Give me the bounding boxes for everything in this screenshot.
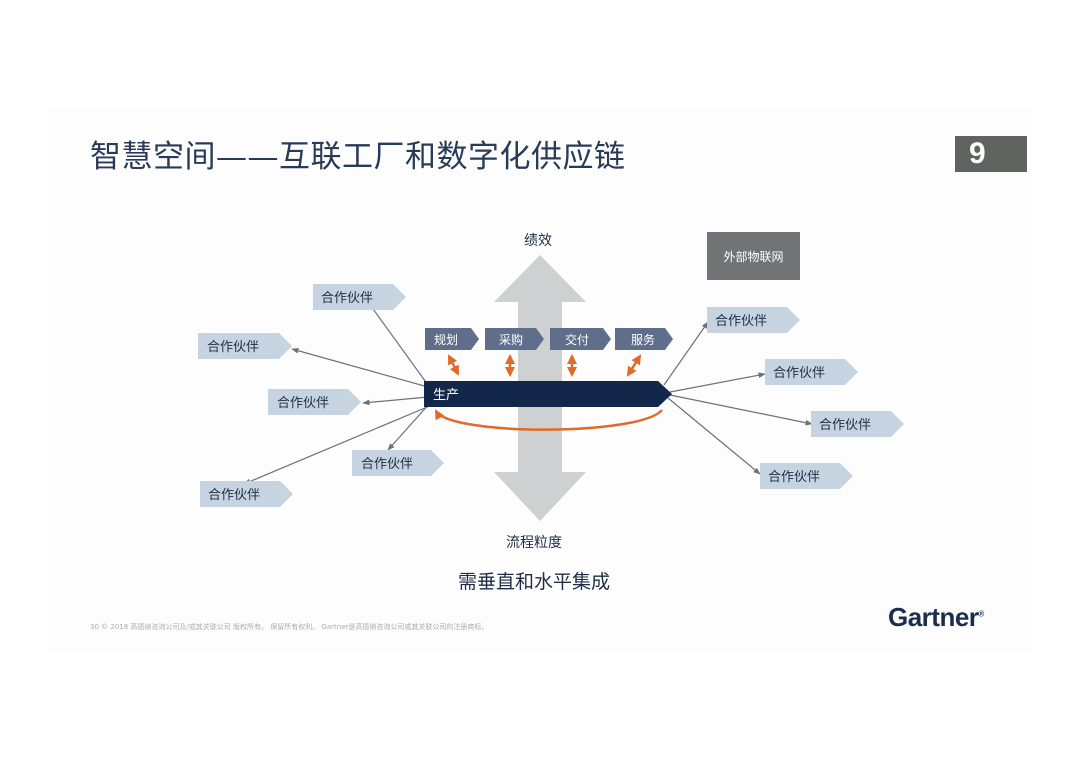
page-number-badge: 9 [955, 136, 1027, 172]
process-granularity-axis-label: 流程粒度 [506, 535, 562, 551]
partner-tag-right-3: 合作伙伴 [811, 411, 904, 437]
connector-right-2 [669, 372, 766, 393]
partner-tag-right-4: 合作伙伴 [760, 463, 853, 489]
partner-tag-left-4: 合作伙伴 [352, 450, 444, 476]
partner-tag-label: 合作伙伴 [208, 488, 260, 503]
partner-tag-label: 合作伙伴 [773, 366, 825, 381]
connector-right-1 [663, 321, 709, 386]
page-title: 智慧空间——互联工厂和数字化供应链 [90, 139, 626, 175]
connector-left-1 [367, 301, 429, 386]
process-step-label: 规划 [434, 332, 458, 347]
process-step-label: 服务 [631, 332, 655, 347]
registered-mark: ® [978, 609, 984, 619]
partner-tag-label: 合作伙伴 [207, 340, 259, 355]
gartner-logo-text: Gartner [888, 602, 979, 632]
partner-tag-left-3: 合作伙伴 [268, 389, 361, 415]
footer-copyright: 30 © 2018 高德纳咨询公司及/或其关联公司 版权所有。 保留所有权利。 … [90, 623, 489, 631]
connector-left-3 [362, 396, 429, 406]
process-step-procurement: 采购 [485, 328, 544, 350]
step-link-arrow [626, 354, 642, 377]
partner-connector-lines [243, 301, 813, 485]
partner-tag-left-2: 合作伙伴 [198, 333, 292, 359]
process-steps: 规划 采购 交付 服务 [425, 328, 673, 350]
external-iot-box: 外部物联网 [707, 232, 800, 280]
partner-tags: 合作伙伴 合作伙伴 合作伙伴 合作伙伴 合作伙伴 合作伙伴 合作伙伴 合作伙伴 [198, 284, 904, 507]
partner-tag-right-2: 合作伙伴 [765, 359, 858, 385]
partner-tag-right-1: 合作伙伴 [707, 307, 800, 333]
connector-left-4 [387, 402, 431, 451]
step-link-arrows [447, 354, 642, 377]
feedback-loop-arrow [434, 409, 663, 431]
gartner-logo: Gartner® [888, 602, 984, 633]
partner-tag-label: 合作伙伴 [715, 314, 767, 329]
production-bar-label: 生产 [433, 388, 459, 403]
production-bar [424, 381, 672, 407]
process-step-label: 采购 [499, 332, 523, 347]
partner-tag-label: 合作伙伴 [819, 418, 871, 433]
connector-left-2 [291, 347, 429, 388]
connector-left-5 [243, 404, 433, 485]
partner-tag-label: 合作伙伴 [768, 470, 820, 485]
connector-right-4 [667, 397, 761, 475]
step-link-arrow [447, 354, 460, 376]
partner-tag-label: 合作伙伴 [277, 396, 329, 411]
partner-tag-label: 合作伙伴 [321, 291, 373, 306]
partner-tag-label: 合作伙伴 [361, 457, 413, 472]
integration-caption: 需垂直和水平集成 [458, 571, 611, 593]
process-step-delivery: 交付 [550, 328, 611, 350]
process-step-service: 服务 [615, 328, 673, 350]
process-step-label: 交付 [565, 332, 589, 347]
process-step-planning: 规划 [425, 328, 479, 350]
performance-axis-label: 绩效 [524, 233, 552, 249]
partner-tag-left-1: 合作伙伴 [313, 284, 406, 310]
partner-tag-left-5: 合作伙伴 [200, 481, 293, 507]
connector-right-3 [669, 394, 813, 426]
